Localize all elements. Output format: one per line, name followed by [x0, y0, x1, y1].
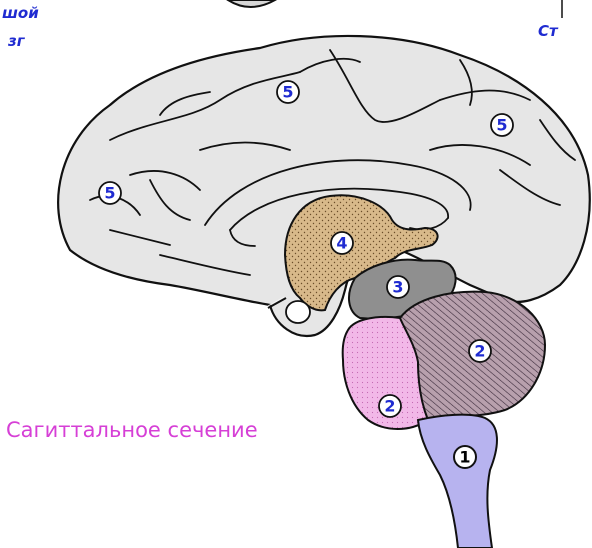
- region-marker-midbrain: 3: [387, 276, 409, 298]
- top-right-label: Ст: [538, 22, 559, 40]
- region-number: 1: [459, 448, 470, 467]
- region-number: 5: [282, 83, 293, 102]
- region-number: 5: [496, 116, 507, 135]
- top-left-label-line2: зг: [7, 32, 26, 50]
- region-number: 4: [336, 234, 347, 253]
- region-marker-pons: 2: [379, 395, 401, 417]
- top-left-label-line1: шой: [2, 4, 39, 22]
- mammillary-body: [286, 301, 310, 323]
- region-number: 5: [104, 184, 115, 203]
- region-marker-cortex-top: 5: [277, 81, 299, 103]
- region-marker-diencephalon: 4: [331, 232, 353, 254]
- region-marker-cortex-right: 5: [491, 114, 513, 136]
- medulla-oblongata: [418, 415, 497, 548]
- region-marker-cerebellum: 2: [469, 340, 491, 362]
- region-marker-cortex-left: 5: [99, 182, 121, 204]
- region-number: 3: [392, 278, 403, 297]
- top-fragment: [228, 0, 275, 7]
- region-marker-medulla: 1: [454, 446, 476, 468]
- region-number: 2: [384, 397, 395, 416]
- region-number: 2: [474, 342, 485, 361]
- caption: Сагиттальное сечение: [6, 418, 258, 442]
